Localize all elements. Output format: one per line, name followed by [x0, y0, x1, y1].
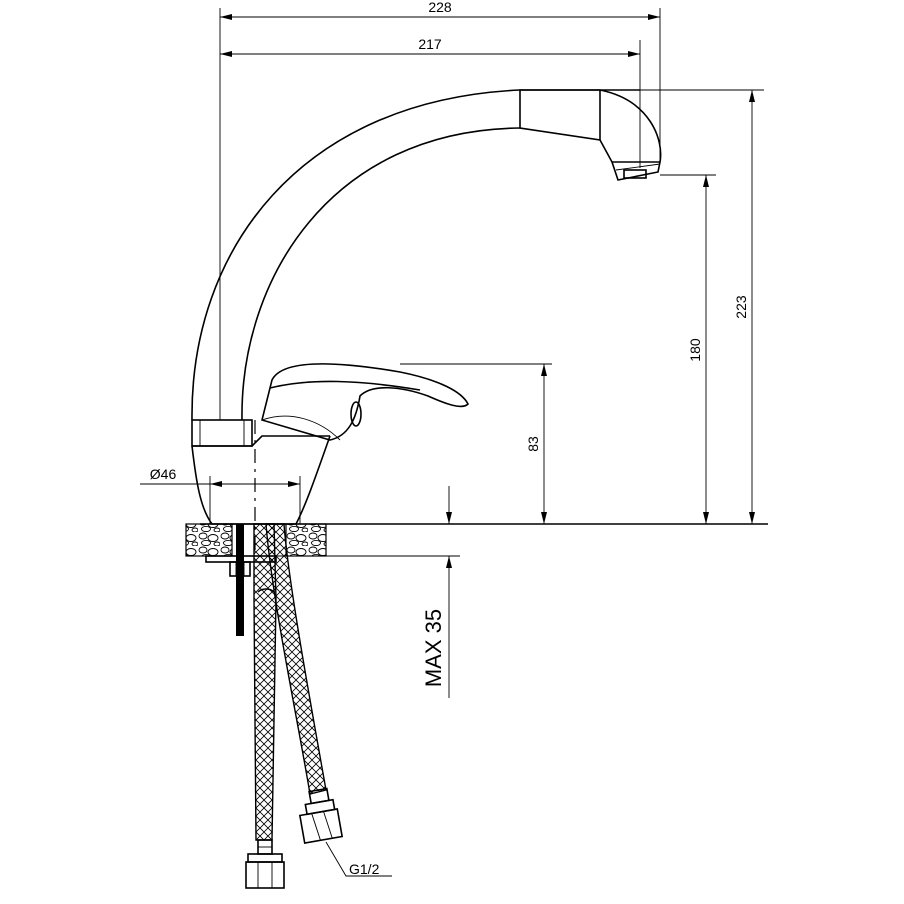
- dim-base-diameter-label: Ø46: [150, 466, 177, 482]
- dim-spout-height-label: 180: [687, 338, 703, 362]
- dim-overall-reach-label: 228: [428, 0, 452, 15]
- dim-spout-reach: 217: [220, 36, 641, 168]
- dim-lever-height: 83: [400, 363, 552, 524]
- thread-callout: G1/2: [325, 841, 392, 877]
- flexible-hose-right: [265, 523, 344, 845]
- spout-collar: [191, 419, 253, 447]
- dim-max-counter-thickness-label: MAX 35: [421, 609, 446, 687]
- dim-overall-height: 223: [600, 89, 764, 524]
- dim-max-counter-thickness: MAX 35: [421, 486, 452, 698]
- thread-label: G1/2: [349, 861, 380, 877]
- lever-handle: [261, 363, 469, 441]
- dim-spout-reach-label: 217: [418, 36, 442, 52]
- dim-overall-height-label: 223: [733, 295, 749, 319]
- dim-lever-height-label: 83: [525, 436, 541, 452]
- dim-overall-reach: 228: [219, 0, 661, 420]
- spout: [191, 89, 662, 421]
- mixer-body: [191, 435, 331, 525]
- dim-base-diameter: Ø46: [140, 466, 301, 524]
- countertop: [185, 523, 768, 557]
- dim-spout-height: 180: [660, 174, 716, 524]
